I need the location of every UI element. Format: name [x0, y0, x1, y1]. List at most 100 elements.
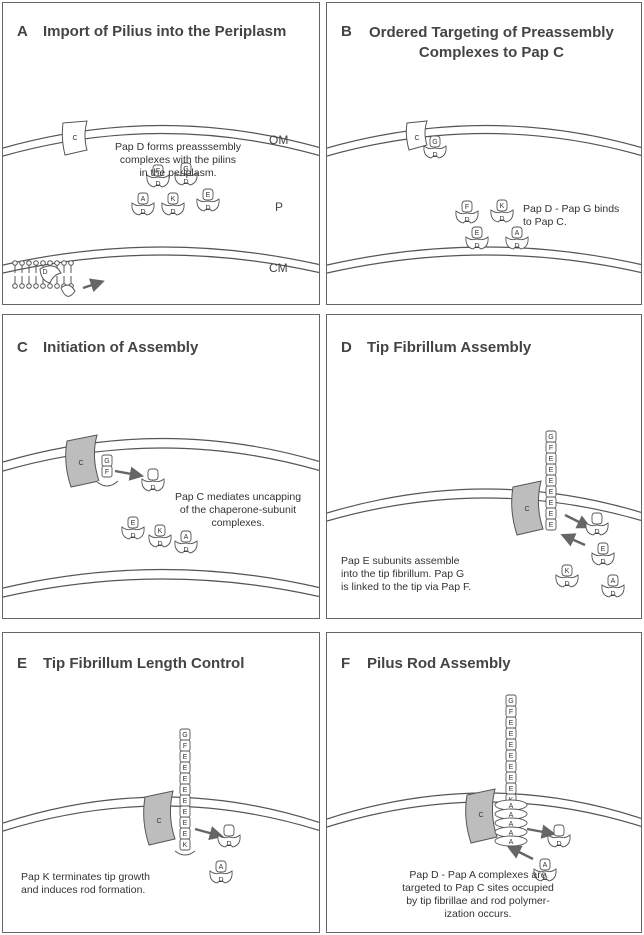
stack-subunit-F: F: [179, 739, 191, 752]
chaperone-label: D: [170, 209, 175, 216]
label-p: P: [275, 200, 284, 214]
stack-subunit-label: E: [549, 489, 554, 496]
stack-subunit-E: E: [505, 760, 517, 773]
usher-label: C: [524, 506, 529, 513]
stack-subunit-label: E: [549, 511, 554, 518]
stack-subunit-E: E: [545, 496, 557, 509]
panel-b-title: Ordered Targeting of Preassembly Complex…: [369, 24, 614, 61]
panel-c-letter: C: [17, 339, 28, 356]
stack-subunit-label: E: [549, 522, 554, 529]
stack-subunit-F: F: [101, 465, 113, 478]
stack-subunit-label: E: [509, 731, 514, 738]
panel-e-title: Tip Fibrillum Length Control: [43, 655, 245, 672]
panel-f-title: Pilus Rod Assembly: [367, 655, 511, 672]
chaperone-label: D: [130, 533, 135, 540]
stack-subunit-label: E: [183, 809, 188, 816]
stack-subunit-G: G: [101, 454, 113, 467]
stack-subunit-E: E: [505, 727, 517, 740]
complex-A: DA: [174, 530, 198, 554]
panel-f-letter: F: [341, 655, 351, 672]
stack-subunit-label: G: [508, 698, 513, 705]
stack-subunit-E: E: [179, 772, 191, 785]
panel-a-letter: A: [17, 23, 28, 40]
subunit-label: A: [515, 230, 520, 237]
lipid-heads: [12, 260, 74, 289]
rod-subunit: A: [494, 799, 528, 811]
complex-E: DE: [196, 188, 220, 212]
panel-b-letter: B: [341, 23, 352, 40]
subunit-label: A: [611, 578, 616, 585]
stack-subunit-label: E: [183, 776, 188, 783]
chaperone-label: D: [183, 547, 188, 554]
stack-subunit-G: G: [505, 694, 517, 707]
outer-membrane-line: [3, 124, 319, 149]
subunit-label: E: [131, 520, 136, 527]
complex-: D: [585, 512, 609, 536]
subunit-label: E: [206, 192, 211, 199]
stack-subunit-label: E: [509, 742, 514, 749]
stack-subunit-label: E: [183, 787, 188, 794]
stack-subunit-label: F: [183, 743, 187, 750]
stack-subunit-E: E: [545, 452, 557, 465]
stack-subunit-label: E: [183, 820, 188, 827]
stack-subunit-label: E: [509, 764, 514, 771]
chaperone-label: D: [564, 581, 569, 588]
panel-f-diagram: GFEEEEEEEKAAAAA DDA C: [327, 694, 641, 882]
stack-subunit-E: E: [545, 518, 557, 531]
subunit-label: K: [158, 528, 163, 535]
subunit-label: A: [141, 196, 146, 203]
chaperone-label: D: [157, 541, 162, 548]
complex-K: DK: [490, 199, 514, 223]
subunit-label: A: [184, 534, 189, 541]
stack-subunit-E: E: [505, 771, 517, 784]
complex-G: DG: [174, 162, 198, 186]
panel-d-letter: D: [341, 339, 352, 356]
panel-f: GFEEEEEEEKAAAAA DDA C F Pilus Rod Assemb…: [326, 632, 642, 933]
stack-subunit-label: E: [549, 456, 554, 463]
complex-E: DE: [121, 516, 145, 540]
pap-c-usher: [143, 790, 176, 846]
stack-subunit-label: E: [509, 753, 514, 760]
stack-subunit-label: E: [509, 775, 514, 782]
stack-subunit-label: E: [183, 831, 188, 838]
stack-subunit-label: E: [183, 765, 188, 772]
rod-subunit-label: A: [509, 830, 514, 837]
rod-subunit: A: [494, 835, 528, 847]
rod-subunit: A: [494, 826, 528, 838]
stack-subunit-E: E: [505, 716, 517, 729]
stack-subunit-F: F: [545, 441, 557, 454]
pap-c-usher: [465, 788, 498, 844]
subunit-label: F: [465, 204, 469, 211]
chaperone-label: D: [150, 485, 155, 492]
rod-subunit-label: A: [509, 821, 514, 828]
stack-subunit-E: E: [179, 816, 191, 829]
complex-K: DK: [148, 524, 172, 548]
chaperone-subunit-complexes: DDA: [209, 824, 241, 884]
stack-subunit-E: E: [179, 761, 191, 774]
pap-c-usher: [405, 120, 428, 151]
chaperone-label: D: [155, 181, 160, 188]
rod-subunit-label: A: [509, 839, 514, 846]
stack-subunit-E: E: [505, 782, 517, 795]
stack-subunit-E: E: [505, 749, 517, 762]
chaperone-label: D: [42, 269, 47, 276]
label-om: OM: [269, 133, 289, 147]
usher-label: C: [414, 135, 419, 142]
usher-label: C: [72, 135, 77, 142]
chaperone-label: D: [226, 841, 231, 848]
panel-d-title: Tip Fibrillum Assembly: [367, 339, 532, 356]
usher-label: C: [478, 812, 483, 819]
subunit-label: G: [432, 139, 437, 146]
stack-subunit-E: E: [179, 794, 191, 807]
